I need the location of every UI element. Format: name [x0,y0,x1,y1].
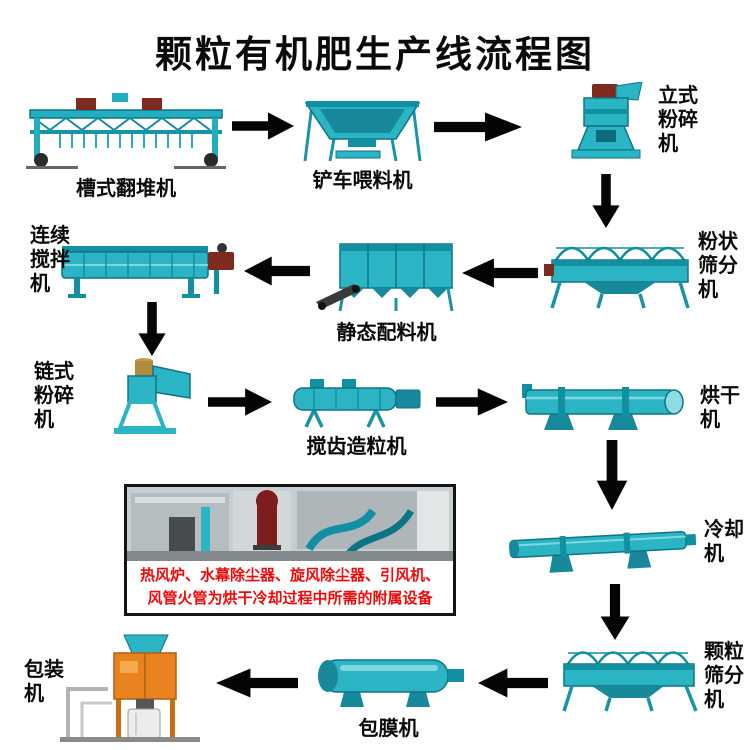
tooth-granulator-label: 搅齿造粒机 [306,436,407,458]
packing-machine-label: 包装机 [24,659,64,705]
cooler-image [504,514,699,574]
powder-screener-image [544,230,694,312]
aux-caption-line2: 风管火管为烘干冷却过程中所需的附属设备 [147,590,433,608]
packing-machine-image [52,632,212,744]
granule-screener-image [556,636,704,714]
packing-machine-icon [60,634,200,742]
auxiliary-equipment-photo [127,487,453,561]
loader-feeder-label: 铲车喂料机 [312,170,413,192]
trough-turner-icon [26,93,226,169]
vertical-crusher-label: 立式粉碎机 [658,85,698,155]
arrow-turner-to-feeder [232,110,294,142]
continuous-mixer-label: 连续搅拌机 [30,225,70,295]
aux-caption-line1: 热风炉、水幕除尘器、旋风除尘器、引风机、 [139,567,440,584]
chain-crusher-label: 链式粉碎机 [34,361,74,431]
arrow-batcher-to-mixer [244,254,310,288]
arrow-crusher-to-powder-screener [590,174,622,228]
granule-screener-icon [562,651,698,712]
static-batcher-label: 静态配料机 [336,322,437,344]
loader-feeder-icon [303,101,422,162]
arrow-granule-screener-to-coating [478,666,548,700]
arrow-cooler-to-granule-screener [598,584,632,640]
page-title: 颗粒有机肥生产线流程图 [155,34,595,75]
coating-machine-icon [318,659,464,707]
trough-turner-image [26,90,226,170]
granule-screener-label: 颗粒筛分机 [704,641,744,711]
arrow-granulator-to-dryer [436,386,508,418]
chain-crusher-icon [114,358,191,434]
powder-screener-icon [544,246,690,309]
continuous-mixer-image [56,228,241,300]
vertical-crusher-image [556,82,656,170]
chain-crusher-image [102,356,202,436]
static-batcher-icon [316,243,454,312]
arrow-powder-screener-to-batcher [462,256,538,290]
tooth-granulator-icon [293,379,421,428]
dryer-label: 烘干机 [700,385,740,431]
dryer-icon [522,384,684,430]
auxiliary-equipment-box: 热风炉、水幕除尘器、旋风除尘器、引风机、 风管火管为烘干冷却过程中所需的附属设备 [124,484,456,616]
continuous-mixer-icon [61,243,234,298]
arrow-chain-crusher-to-granulator [208,386,272,418]
arrow-feeder-to-crusher [434,110,522,144]
loader-feeder-image [300,93,425,165]
dryer-image [522,378,690,433]
arrow-mixer-to-chain-crusher [136,302,168,356]
tooth-granulator-image [284,374,429,429]
arrow-coating-to-packing [216,666,298,700]
static-batcher-image [314,238,459,314]
powder-screener-label: 粉状筛分机 [698,231,738,301]
coating-machine-image [306,648,471,710]
cooler-icon [509,531,697,573]
cooler-label: 冷却机 [704,519,744,565]
coating-machine-label: 包膜机 [358,718,419,740]
arrow-dryer-to-cooler [594,440,630,510]
trough-turner-label: 槽式翻堆机 [76,178,176,200]
vertical-crusher-icon [571,82,643,159]
